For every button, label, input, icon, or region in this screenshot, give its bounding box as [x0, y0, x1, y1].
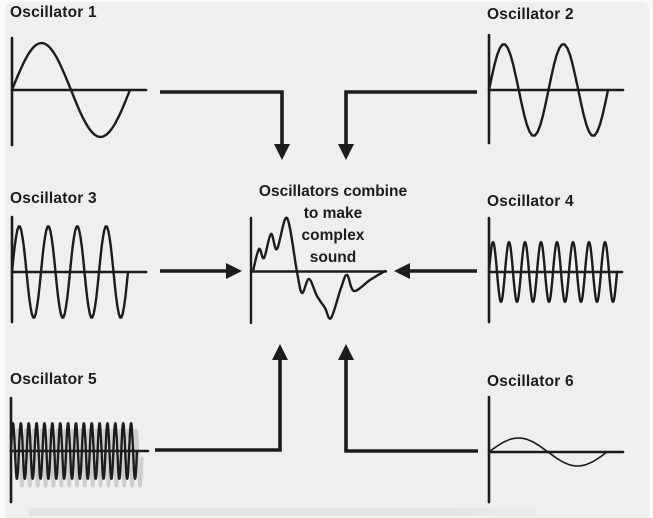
bottom-shadow-strip — [28, 508, 556, 516]
arrow-osc6-to-center — [338, 344, 478, 453]
arrow-down-icon — [274, 144, 290, 160]
arrow-osc5-line — [155, 360, 282, 452]
combined-sound-plot — [249, 216, 388, 325]
arrow-osc1-line — [160, 90, 284, 144]
oscillator-5-label: Oscillator 5 — [10, 371, 97, 388]
oscillator-1-label: Oscillator 1 — [10, 4, 97, 21]
arrow-osc5-to-center — [155, 344, 288, 452]
oscillator-6-wave — [488, 437, 608, 467]
oscillator-3-plot — [10, 215, 148, 324]
oscillator-3-wave — [10, 225, 130, 319]
oscillator-1-plot — [10, 36, 148, 147]
arrow-down-icon — [338, 144, 354, 160]
caption-line-2: to make — [303, 205, 363, 222]
oscillator-6-label: Oscillator 6 — [487, 373, 574, 390]
oscillator-2-label: Oscillator 2 — [487, 6, 574, 23]
arrow-right-icon — [226, 263, 242, 279]
oscillator-5-plot — [9, 396, 150, 504]
oscillator-4-label: Oscillator 4 — [487, 193, 574, 210]
arrow-up-icon — [272, 344, 288, 360]
combined-wave — [251, 216, 387, 320]
arrow-osc1-to-center — [160, 90, 290, 160]
oscillator-2-plot — [487, 33, 625, 145]
arrow-osc2-line — [344, 90, 477, 144]
oscillator-1-wave — [10, 41, 132, 139]
caption-line-3: complex — [301, 227, 365, 244]
caption-line-4: sound — [309, 249, 357, 266]
arrow-osc3-to-center — [160, 263, 242, 279]
caption-line-1: Oscillators combine — [258, 183, 408, 200]
arrow-up-icon — [338, 344, 354, 360]
arrow-osc2-to-center — [338, 90, 477, 160]
oscillator-6-plot — [487, 395, 625, 504]
oscillator-4-plot — [487, 216, 624, 324]
arrow-osc6-line — [344, 360, 478, 453]
oscillator-5-wave — [9, 422, 139, 480]
combine-caption: Oscillators combine to make complex soun… — [240, 181, 426, 269]
oscillator-4-wave — [487, 241, 619, 303]
arrow-left-icon — [394, 263, 410, 279]
arrow-osc4-to-center — [394, 263, 477, 279]
oscillator-2-wave — [487, 43, 610, 137]
oscillator-3-label: Oscillator 3 — [10, 190, 97, 207]
